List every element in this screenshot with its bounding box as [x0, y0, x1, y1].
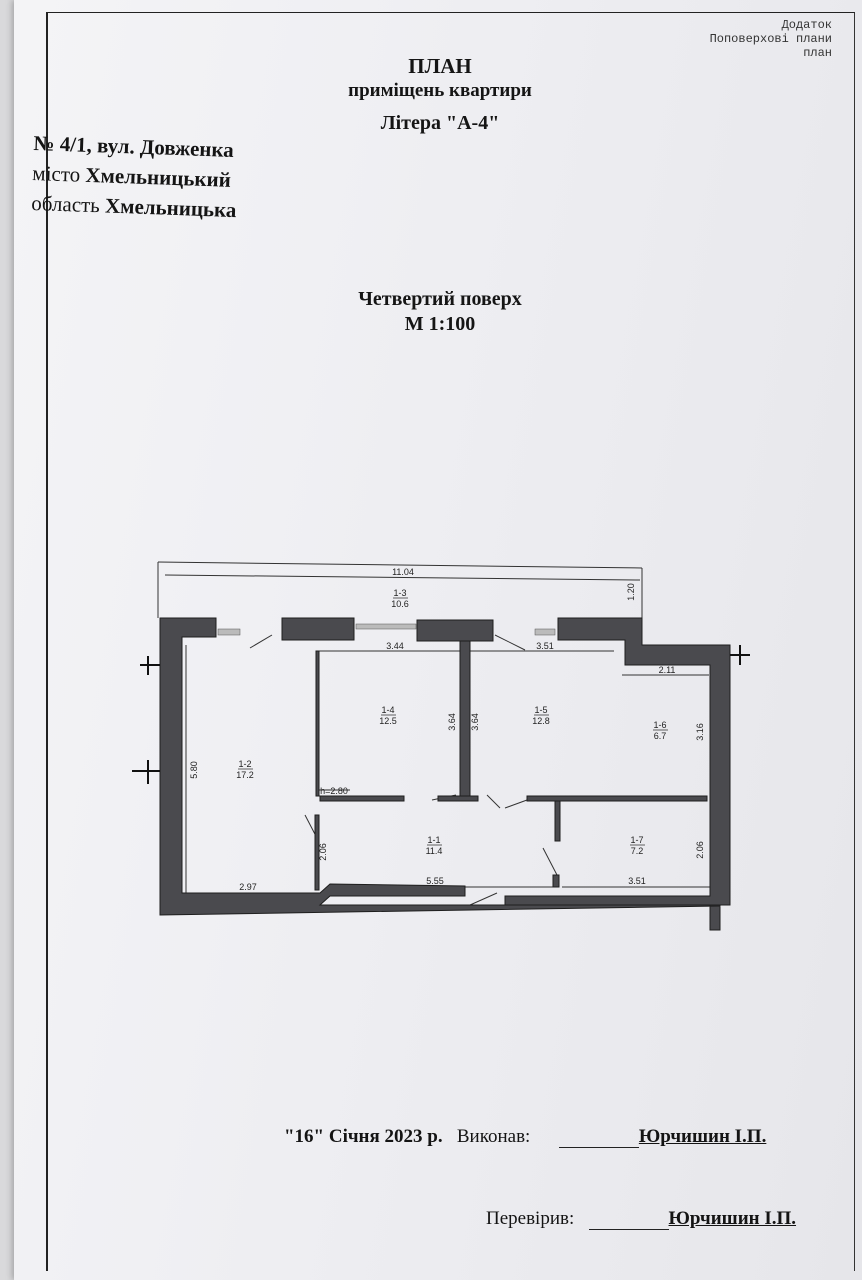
dim-316: 3.16 — [695, 723, 705, 741]
signature-line — [588, 1211, 669, 1230]
letter-label: Літера "А-4" — [380, 112, 500, 134]
dim-height: h=2.80 — [320, 786, 348, 796]
room-id: 1-7 — [630, 835, 643, 845]
dim-364-a: 3.64 — [447, 713, 457, 731]
dim-344: 3.44 — [386, 641, 404, 651]
dim-top-total: 11.04 — [392, 567, 414, 577]
room-area: 6.7 — [654, 731, 667, 741]
signature-row-checked: Перевірив: Юрчишин І.П. — [486, 1208, 796, 1230]
dim-206-left: 2.06 — [318, 843, 328, 861]
address-city-label: місто — [32, 160, 81, 187]
room-area: 7.2 — [631, 846, 644, 856]
dim-297: 2.97 — [239, 882, 257, 892]
document-subtitle: приміщень квартири — [348, 80, 532, 101]
appendix-line-2: Поповерхові плани — [709, 32, 832, 46]
room-area: 17.2 — [236, 770, 254, 780]
room-id: 1-2 — [238, 759, 251, 769]
checked-label: Перевірив: — [486, 1208, 575, 1229]
dim-balcony-width: 1.20 — [626, 583, 636, 601]
appendix-line-3: план — [803, 46, 832, 60]
room-area: 12.8 — [532, 716, 550, 726]
room-id: 1-3 — [393, 588, 406, 598]
address-city: Хмельницький — [85, 162, 232, 192]
address-block: № 4/1, вул. Довженка місто Хмельницький … — [31, 128, 239, 225]
floor-name: Четвертий поверх — [358, 288, 522, 310]
floor-scale: М 1:100 — [404, 313, 476, 335]
document-date: "16" Січня 2023 р. — [284, 1126, 443, 1147]
signature-line — [558, 1129, 639, 1148]
dim-351-bottom: 3.51 — [628, 876, 646, 886]
performed-name: Юрчишин І.П. — [638, 1126, 767, 1147]
dim-351-top: 3.51 — [536, 641, 554, 651]
appendix-line-1: Додаток — [781, 18, 832, 32]
dim-364-b: 3.64 — [470, 713, 480, 731]
room-id: 1-5 — [534, 705, 547, 715]
wall-segment — [416, 619, 494, 642]
floor-plan: 11.04 1.20 3.44 3.51 2.11 3.16 3.64 3.64… — [132, 561, 750, 931]
plan-walls — [159, 617, 731, 931]
dim-555: 5.55 — [426, 876, 444, 886]
room-id: 1-4 — [381, 705, 394, 715]
room-area: 11.4 — [426, 846, 443, 856]
address-line-1: № 4/1, вул. Довженка — [33, 130, 235, 162]
checked-name: Юрчишин І.П. — [668, 1208, 797, 1229]
balcony-outer-line — [157, 561, 643, 569]
dim-211: 2.11 — [659, 665, 676, 675]
wall-segment — [281, 617, 355, 641]
appendix-note: Додаток Поповерхові плани план — [710, 18, 832, 60]
page-frame — [46, 12, 855, 1271]
room-id: 1-1 — [427, 835, 440, 845]
document-title: ПЛАН — [408, 54, 472, 78]
address-region: Хмельницька — [104, 193, 237, 223]
signature-row-performed: "16" Січня 2023 р. Виконав: Юрчишин І.П. — [284, 1126, 766, 1148]
performed-label: Виконав: — [456, 1126, 531, 1147]
room-area: 10.6 — [391, 599, 409, 609]
room-area: 12.5 — [379, 716, 397, 726]
address-region-label: область — [30, 190, 101, 218]
dim-206-right: 2.06 — [695, 841, 705, 859]
room-id: 1-6 — [653, 720, 666, 730]
dim-580: 5.80 — [189, 761, 199, 779]
dim-line-top — [164, 574, 641, 581]
